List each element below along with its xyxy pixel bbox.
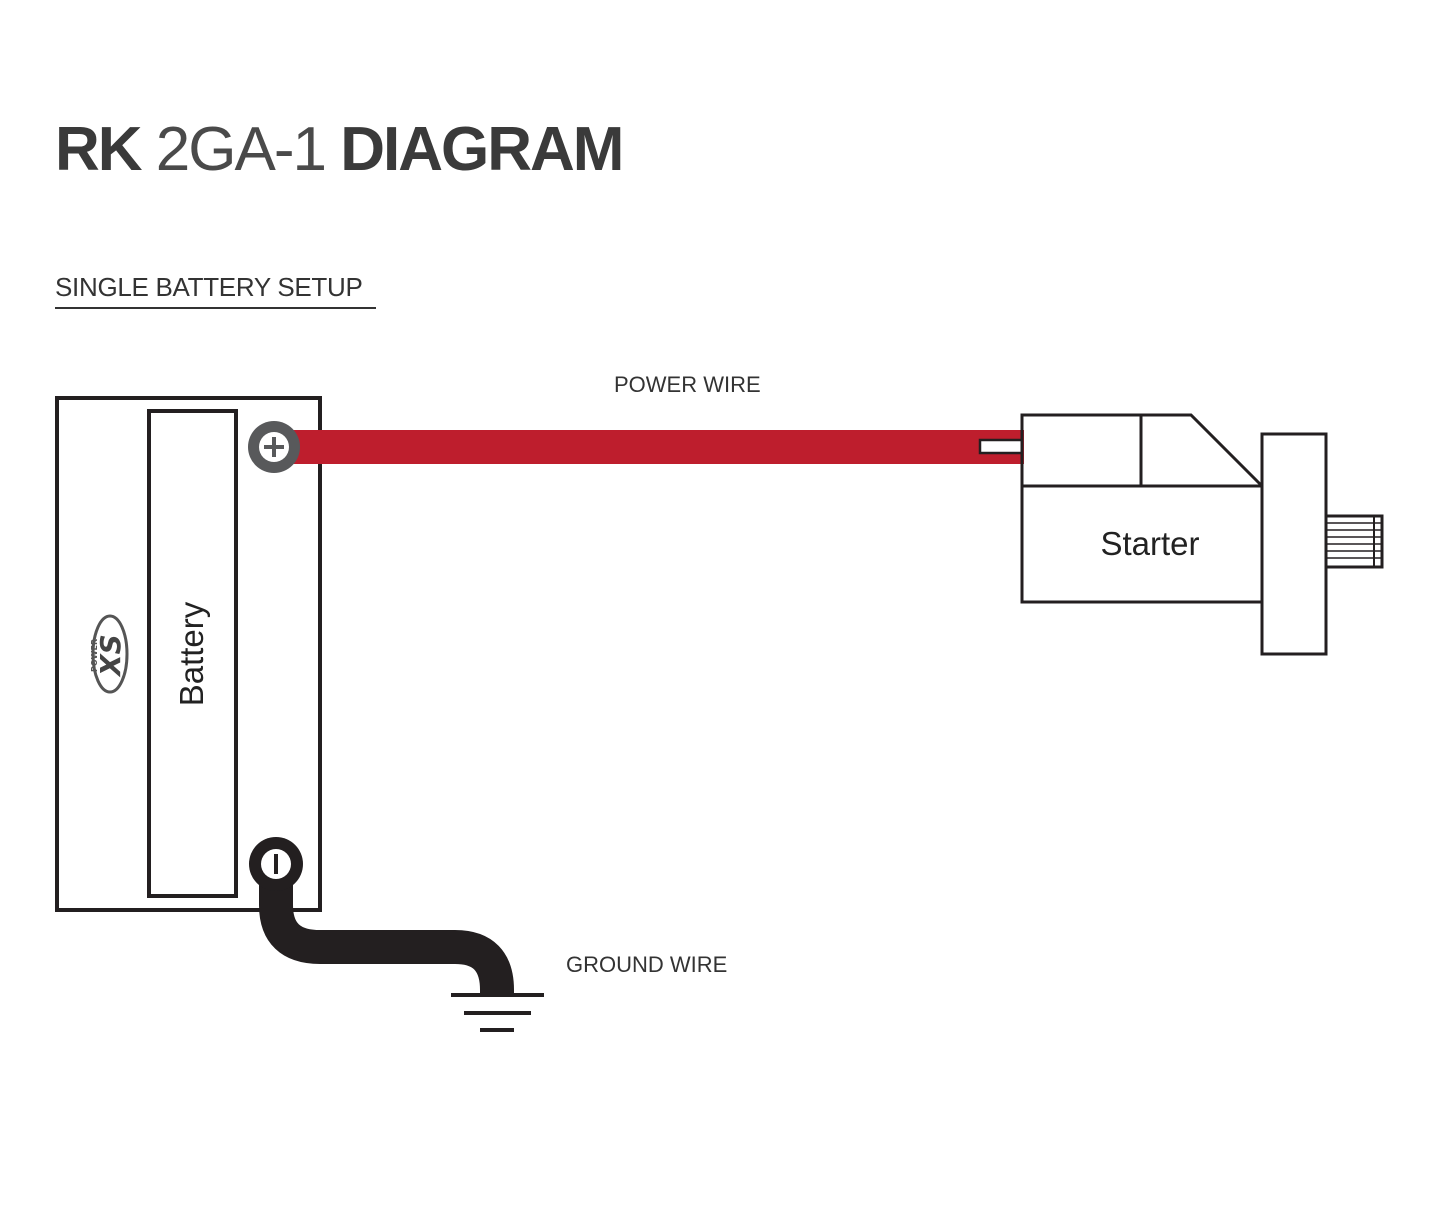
power-wire [288, 430, 1024, 464]
xs-power-logo: XS POWER [90, 614, 129, 694]
title-part-number: 2GA-1 [155, 115, 327, 184]
starter-motor [1020, 413, 1384, 656]
starter-terminal-stud [978, 438, 1024, 455]
page-title: RK 2GA-1 DIAGRAM [55, 112, 624, 188]
positive-terminal [248, 421, 300, 473]
subtitle-underline [55, 307, 376, 309]
title-part-model: RK [55, 115, 143, 184]
title-part-diagram: DIAGRAM [340, 115, 624, 184]
battery-body [55, 396, 322, 912]
power-wire-label: POWER WIRE [614, 372, 761, 397]
battery-label: Battery [173, 601, 210, 707]
setup-subtitle: SINGLE BATTERY SETUP [55, 272, 363, 302]
starter-label: Starter [1100, 525, 1200, 562]
ground-wire-label: GROUND WIRE [566, 952, 728, 977]
battery-label-panel [147, 409, 238, 898]
svg-text:POWER: POWER [90, 639, 99, 672]
ground-symbol-icon [451, 993, 544, 1032]
ground-wire [259, 866, 514, 997]
svg-text:XS: XS [94, 634, 127, 678]
negative-terminal [249, 837, 303, 891]
minus-icon [274, 854, 278, 874]
